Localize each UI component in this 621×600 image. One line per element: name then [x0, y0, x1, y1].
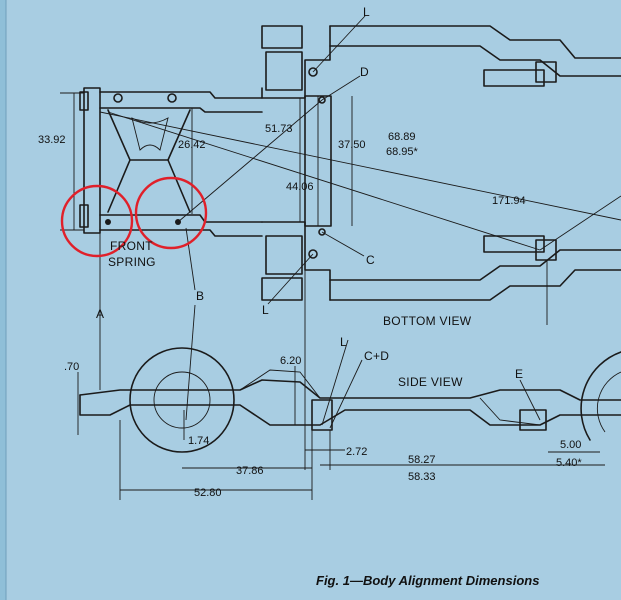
dim-33-92: 33.92	[38, 134, 66, 146]
hole-d	[318, 96, 326, 104]
dim-51-73: 51.73	[265, 123, 293, 135]
dim-51-73-line	[177, 99, 323, 223]
highlight-circle-left	[60, 184, 134, 258]
label-front: FRONT	[110, 239, 153, 253]
front-bracket-top	[79, 91, 89, 111]
lower-rail-front	[99, 214, 263, 223]
upper-rail-front-inner	[99, 107, 263, 113]
dim-5-40: 5.40*	[556, 457, 582, 469]
rear-cross-bottom	[483, 235, 545, 253]
label-b: B	[196, 289, 204, 303]
leader-e	[519, 379, 541, 421]
body-mount-top-box	[261, 25, 303, 49]
side-rear-kick	[479, 397, 541, 426]
label-a: A	[96, 307, 104, 321]
rear-mount-bottom	[535, 239, 557, 261]
leader-b-lower	[185, 304, 196, 421]
side-view-title: SIDE VIEW	[398, 375, 463, 389]
rail-upper-kick	[261, 25, 331, 99]
lower-rail-front-outer	[99, 229, 263, 237]
leader-l-side	[321, 339, 349, 426]
label-l-top: L	[363, 5, 370, 19]
rear-wheel	[580, 351, 621, 441]
dim-171-94: 171.94	[492, 195, 526, 207]
x-member-opening	[131, 117, 169, 151]
dim-2-72: 2.72	[346, 446, 367, 458]
bottom-view-dimensions	[60, 15, 621, 470]
dim-58-33: 58.33	[408, 471, 436, 483]
dim-58-27: 58.27	[408, 454, 436, 466]
dim-6-20: 6.20	[280, 355, 301, 367]
hole-l-top	[308, 67, 318, 77]
front-crossmember	[83, 87, 101, 234]
label-l-side: L	[340, 335, 347, 349]
hole-l-bottom	[308, 249, 318, 259]
dim-37-50: 37.50	[338, 139, 366, 151]
dim-52-80: 52.80	[194, 487, 222, 499]
dim-5-00: 5.00	[560, 439, 581, 451]
dim-171-94-line	[99, 111, 621, 221]
dim-68-89-line	[107, 111, 541, 251]
body-mount-bottom-box	[261, 277, 303, 301]
highlight-circle-right	[134, 176, 208, 250]
label-spring: SPRING	[108, 255, 156, 269]
rear-mount-top	[535, 61, 557, 83]
rear-rail-bottom-outer	[329, 249, 621, 281]
label-d: D	[360, 65, 369, 79]
label-cd: C+D	[364, 349, 389, 363]
dim-26-42: 26.42	[178, 139, 206, 151]
leader-d	[321, 75, 361, 101]
dim-37-86: 37.86	[236, 465, 264, 477]
label-e: E	[515, 367, 523, 381]
labels: L D C L B A L C+D E FRONT SPRING BOTTOM …	[38, 5, 582, 588]
side-rail-upper	[79, 379, 621, 401]
rear-wheel-hub	[596, 371, 621, 433]
front-hole-1	[113, 93, 123, 103]
dim-44-06: 44.06	[286, 181, 314, 193]
front-hole-2	[167, 93, 177, 103]
rear-cross-top	[483, 69, 545, 87]
side-body-mount	[311, 399, 333, 431]
spring-hole-left	[105, 219, 111, 225]
rear-rail-top-outer	[329, 25, 621, 59]
rear-rail-top-inner	[329, 45, 621, 77]
leader-c	[321, 231, 365, 257]
x-member-right	[167, 109, 191, 213]
dim-0-70: .70	[64, 361, 79, 373]
page-edge	[0, 0, 6, 600]
rear-diagonal	[539, 195, 621, 251]
side-view-dimensions	[77, 339, 605, 500]
x-member-left	[107, 109, 131, 213]
leader-cd	[329, 359, 363, 429]
side-rear-mount	[519, 409, 547, 431]
dim-1-74: 1.74	[188, 435, 209, 447]
label-l-bottom: L	[262, 303, 269, 317]
rear-rail-bottom-inner	[329, 269, 621, 301]
front-wheel-hub	[153, 371, 211, 429]
upper-rail-front	[99, 87, 263, 99]
body-mount-top	[265, 51, 303, 91]
leader-l-bottom	[267, 253, 314, 305]
side-kickup	[239, 369, 321, 399]
side-view-frame	[79, 347, 621, 453]
front-wheel	[129, 347, 235, 453]
dim-68-95: 68.95*	[386, 146, 419, 158]
body-mount-bottom	[265, 235, 303, 275]
figure-caption: Fig. 1—Body Alignment Dimensions	[316, 573, 539, 588]
label-c: C	[366, 253, 375, 267]
front-bracket-bottom	[79, 204, 89, 228]
bottom-view-frame	[79, 25, 621, 301]
leader-b	[185, 227, 196, 291]
hole-c	[318, 228, 326, 236]
leader-l-top	[312, 15, 366, 73]
dim-68-89: 68.89	[388, 131, 416, 143]
bottom-view-title: BOTTOM VIEW	[383, 314, 472, 328]
